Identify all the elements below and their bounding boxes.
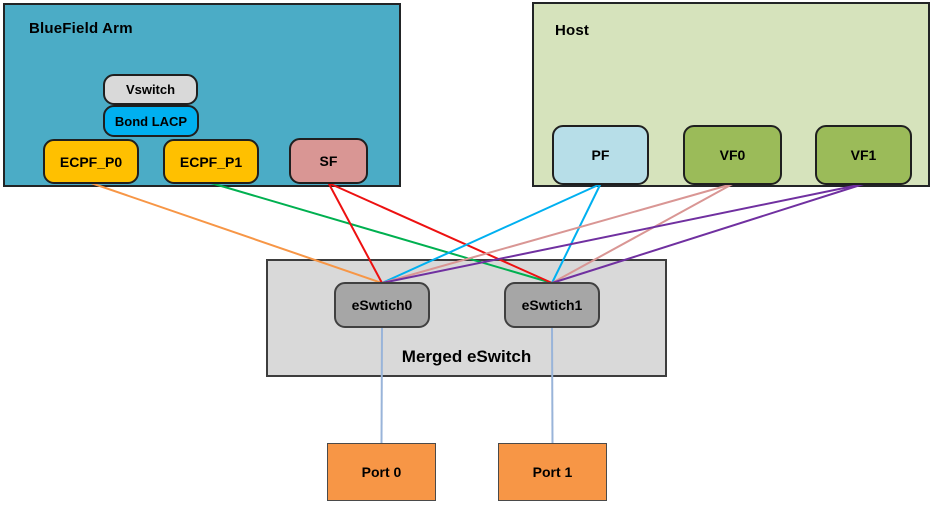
bluefield-arm-title: BlueField Arm — [29, 20, 133, 37]
node-vf1-label: VF1 — [850, 147, 877, 163]
merged-eswitch-container: Merged eSwitch — [266, 259, 667, 377]
host-title: Host — [555, 22, 590, 39]
node-vf1: VF1 — [815, 125, 912, 185]
node-eswitch1-label: eSwtich1 — [521, 297, 583, 313]
node-port0-label: Port 0 — [361, 464, 402, 480]
node-eswitch1: eSwtich1 — [504, 282, 600, 328]
node-bond-lacp-label: Bond LACP — [114, 113, 188, 129]
node-vswitch-label: Vswitch — [125, 82, 176, 97]
node-ecpf-p0-label: ECPF_P0 — [59, 153, 123, 170]
node-ecpf-p0: ECPF_P0 — [43, 139, 139, 184]
node-sf-label: SF — [319, 153, 338, 169]
node-eswitch0-label: eSwtich0 — [351, 297, 413, 313]
node-ecpf-p1-label: ECPF_P1 — [179, 153, 243, 170]
node-pf-label: PF — [591, 147, 610, 163]
node-eswitch0: eSwtich0 — [334, 282, 430, 328]
node-port1-label: Port 1 — [532, 464, 573, 480]
node-ecpf-p1: ECPF_P1 — [163, 139, 259, 184]
node-sf: SF — [289, 138, 368, 184]
node-pf: PF — [552, 125, 649, 185]
node-port0: Port 0 — [327, 443, 436, 501]
node-port1: Port 1 — [498, 443, 607, 501]
node-vswitch: Vswitch — [103, 74, 198, 105]
node-vf0-label: VF0 — [719, 147, 746, 163]
merged-eswitch-title: Merged eSwitch — [401, 347, 532, 366]
node-vf0: VF0 — [683, 125, 782, 185]
node-bond-lacp: Bond LACP — [103, 105, 199, 137]
